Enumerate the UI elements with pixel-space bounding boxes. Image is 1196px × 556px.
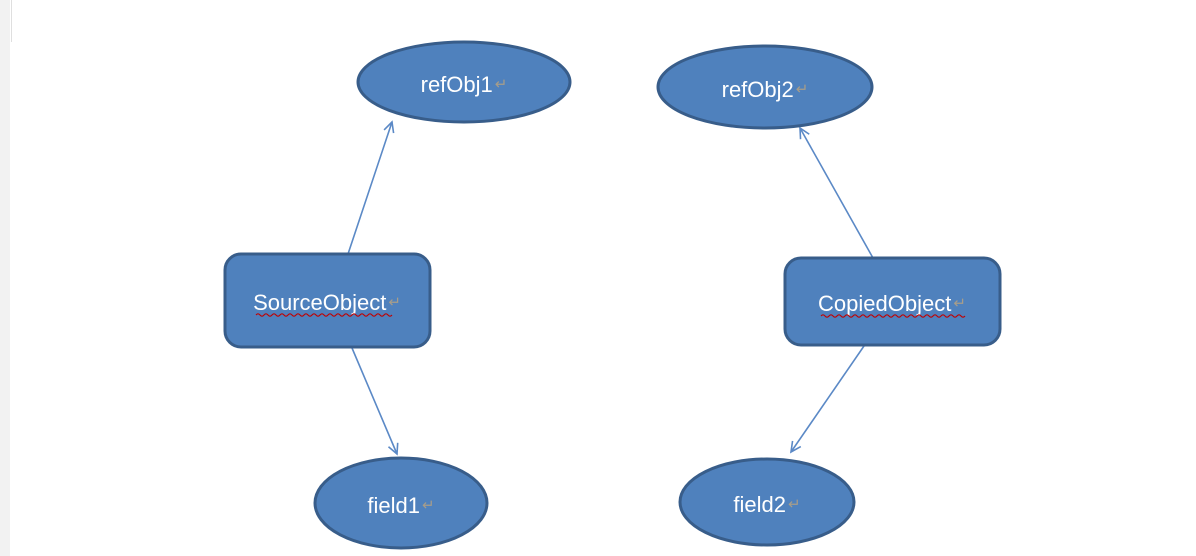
end-of-text-mark: ↵ <box>495 76 508 93</box>
copiedobject-rect[interactable] <box>783 256 1002 347</box>
field1-label: field1↵ <box>367 493 434 518</box>
sourceobject-label: SourceObject↵ <box>253 290 401 315</box>
refobj2-ellipse[interactable] <box>656 44 874 130</box>
end-of-text-mark: ↵ <box>953 295 966 312</box>
node-sourceobject[interactable]: SourceObject↵ <box>223 252 432 349</box>
end-of-text-mark: ↵ <box>788 496 801 513</box>
spellcheck-squiggle-sourceobject <box>255 313 393 317</box>
end-of-text-mark: ↵ <box>388 294 401 311</box>
refobj1-label: refObj1↵ <box>421 72 508 97</box>
refobj1-ellipse[interactable] <box>356 40 572 124</box>
end-of-text-mark: ↵ <box>796 81 809 98</box>
node-field1[interactable]: field1↵ <box>313 456 489 550</box>
connector-sourceobject-to-refobj1[interactable] <box>347 120 395 255</box>
end-of-text-mark: ↵ <box>422 497 435 514</box>
refobj2-label: refObj2↵ <box>722 77 809 102</box>
page-left-margin <box>0 0 10 556</box>
connector-sourceobject-to-field1[interactable] <box>351 347 399 456</box>
field2-label: field2↵ <box>733 492 800 517</box>
node-refobj2[interactable]: refObj2↵ <box>656 44 874 130</box>
connector-copiedobject-to-refobj2[interactable] <box>799 126 874 259</box>
copiedobject-label: CopiedObject↵ <box>818 291 966 316</box>
node-copiedobject[interactable]: CopiedObject↵ <box>783 256 1002 347</box>
field2-ellipse[interactable] <box>678 457 856 547</box>
sourceobject-rect[interactable] <box>223 252 432 349</box>
field1-ellipse[interactable] <box>313 456 489 550</box>
node-refobj1[interactable]: refObj1↵ <box>356 40 572 124</box>
connector-copiedobject-to-field2[interactable] <box>789 345 865 454</box>
node-field2[interactable]: field2↵ <box>678 457 856 547</box>
spellcheck-squiggle-copiedobject <box>820 314 966 318</box>
